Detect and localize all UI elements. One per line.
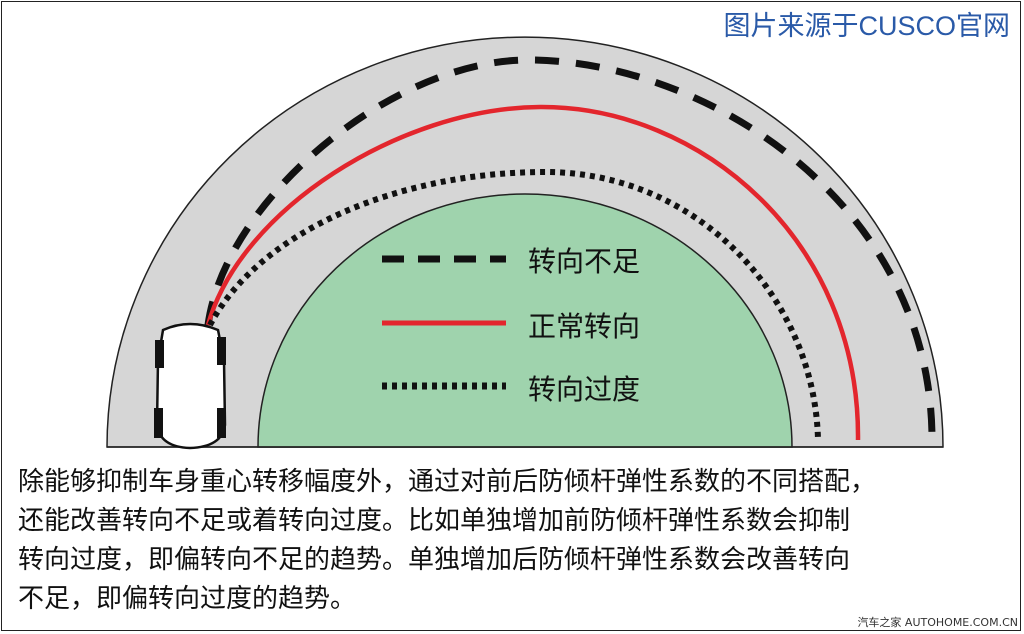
caption-line: 还能改善转向不足或着转向过度。比如单独增加前防倾杆弹性系数会抑制	[18, 506, 851, 536]
legend-label-understeer: 转向不足	[528, 245, 641, 278]
watermark: 汽车之家 AUTOHOME.COM.CN	[857, 616, 1018, 629]
caption-line: 转向过度，即偏转向不足的趋势。单独增加后防倾杆弹性系数会改善转向	[18, 545, 851, 575]
caption-text: 除能够抑制车身重心转移幅度外，通过对前后防倾杆弹性系数的不同搭配， 还能改善转向…	[18, 463, 1008, 619]
car-icon	[154, 322, 227, 450]
legend-label-normal: 正常转向	[528, 310, 641, 343]
normal-steer-path	[205, 104, 861, 441]
oversteer-path	[207, 168, 821, 441]
caption-line: 不足，即偏转向过度的趋势。	[18, 584, 357, 614]
source-note: 图片来源于CUSCO官网	[723, 11, 1010, 41]
caption-line: 除能够抑制车身重心转移幅度外，通过对前后防倾杆弹性系数的不同搭配，	[18, 467, 877, 497]
legend-label-oversteer: 转向过度	[528, 373, 641, 406]
understeer-path	[204, 56, 936, 446]
cornering-diagram	[106, 36, 944, 450]
